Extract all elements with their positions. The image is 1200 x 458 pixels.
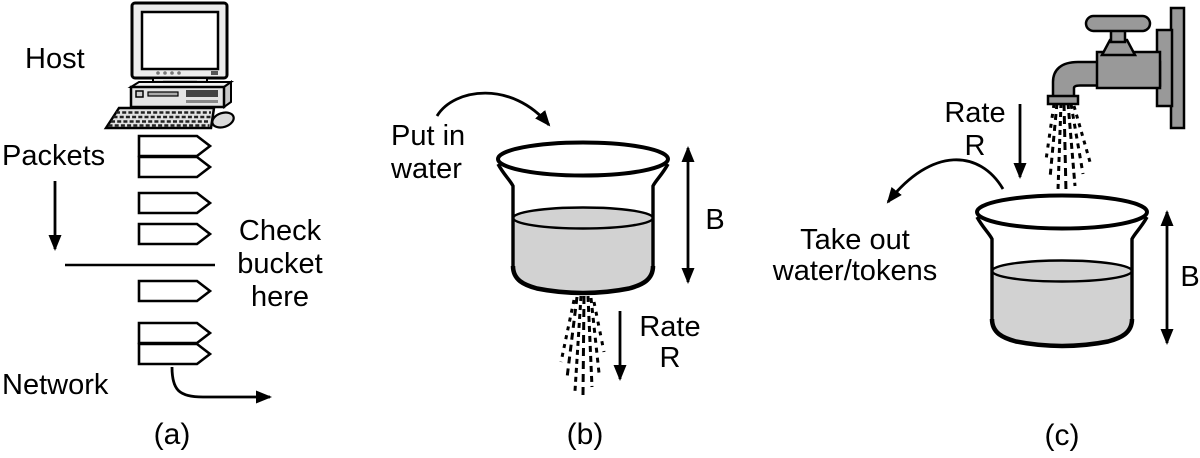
- monitor-power-button: [211, 71, 218, 75]
- packet: [137, 222, 213, 246]
- floppy-slot: [147, 91, 179, 97]
- rate-line: R: [659, 342, 681, 374]
- rate-line: R: [964, 130, 986, 162]
- depth-b-label-c: B: [1180, 261, 1200, 293]
- depth-b-label-b: B: [705, 204, 725, 236]
- faucet-body: [1095, 50, 1162, 90]
- put-in-line: Put in: [391, 120, 466, 152]
- case-button: [135, 90, 144, 98]
- host-computer-illustration: [103, 1, 235, 130]
- faucet: [1046, 6, 1186, 130]
- check-line: here: [250, 281, 310, 313]
- caption-c: (c): [1044, 419, 1080, 452]
- monitor-vent-dot: [170, 71, 174, 75]
- faucet-water-spray: [1044, 102, 1092, 193]
- packet-queue: [137, 134, 213, 366]
- mouse: [211, 111, 235, 129]
- token-bucket-c: [977, 196, 1147, 347]
- monitor-screen: [140, 10, 220, 71]
- take-out-label: Take out water/tokens: [750, 225, 960, 287]
- packet: [137, 134, 213, 158]
- rate-line: Rate: [944, 97, 1006, 129]
- host-label: Host: [25, 43, 85, 75]
- put-in-water-label: Put in water: [391, 120, 465, 186]
- network-label: Network: [2, 369, 109, 401]
- rate-line: Rate: [639, 311, 701, 343]
- faucet-handle: [1084, 14, 1152, 33]
- faucet-mouth: [1046, 94, 1080, 106]
- drive-slot: [186, 100, 218, 103]
- monitor-vent-dot: [163, 71, 167, 75]
- monitor-vent-dot: [177, 71, 181, 75]
- take-out-line: Take out: [800, 224, 910, 256]
- check-line: Check: [238, 215, 322, 247]
- check-line: bucket: [237, 248, 323, 280]
- rate-r-label-c: Rate R: [933, 97, 1017, 163]
- drive-bay: [186, 90, 218, 97]
- packet: [137, 155, 213, 179]
- packet: [137, 321, 213, 345]
- monitor-vent-dot: [156, 71, 160, 75]
- put-in-line: water: [391, 153, 462, 185]
- packet: [137, 342, 213, 366]
- put-in-water-arrow: [435, 91, 551, 127]
- leaky-bucket-b: [498, 143, 668, 294]
- packets-label: Packets: [2, 140, 106, 172]
- rate-r-label-b: Rate R: [628, 312, 712, 374]
- leak-water-spray: [559, 295, 606, 396]
- check-bucket-here-label: Check bucket here: [226, 215, 334, 314]
- packet: [137, 191, 213, 215]
- caption-a: (a): [153, 418, 191, 451]
- faucet-valve-cone: [1099, 38, 1138, 57]
- take-out-line: water/tokens: [772, 255, 938, 287]
- to-network-arrow: [170, 366, 272, 404]
- caption-b: (b): [566, 418, 604, 451]
- take-out-arrow: [886, 158, 1005, 204]
- packet: [137, 279, 213, 303]
